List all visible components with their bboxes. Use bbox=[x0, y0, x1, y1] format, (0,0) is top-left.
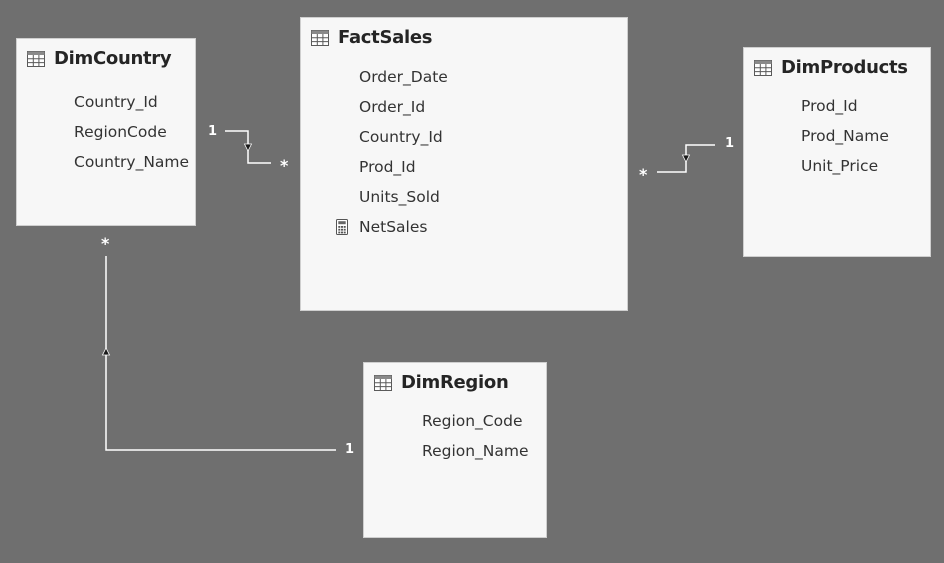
table-header: DimCountry bbox=[27, 48, 172, 69]
field-regioncode[interactable]: RegionCode bbox=[74, 123, 167, 141]
table-card-dimregion[interactable]: DimRegion Region_Code Region_Name bbox=[363, 362, 547, 538]
relationship-dimcountry-factsales[interactable]: 1 * bbox=[208, 124, 289, 175]
table-icon bbox=[311, 29, 329, 46]
field-units-sold[interactable]: Units_Sold bbox=[359, 188, 440, 206]
field-country-name[interactable]: Country_Name bbox=[74, 153, 190, 171]
relationship-dimregion-dimcountry[interactable]: * 1 bbox=[101, 234, 354, 457]
field-list: Order_Date Order_Id Country_Id Prod_Id U… bbox=[301, 62, 627, 242]
relationship-many-label: * bbox=[280, 156, 289, 175]
relationship-one-label: 1 bbox=[208, 124, 217, 139]
field-region-name[interactable]: Region_Name bbox=[422, 442, 529, 460]
field-list: Country_Id RegionCode Country_Name bbox=[17, 87, 195, 177]
field-list: Prod_Id Prod_Name Unit_Price bbox=[744, 91, 930, 181]
field-prod-id[interactable]: Prod_Id bbox=[359, 158, 416, 176]
table-header: FactSales bbox=[311, 27, 432, 48]
calculator-icon bbox=[336, 219, 348, 235]
filter-direction-arrow-icon bbox=[101, 347, 111, 356]
table-card-factsales[interactable]: FactSales Order_Date Order_Id Country_Id… bbox=[300, 17, 628, 311]
field-order-id[interactable]: Order_Id bbox=[359, 98, 426, 116]
field-country-id[interactable]: Country_Id bbox=[359, 128, 443, 146]
relationship-many-label: * bbox=[101, 234, 110, 253]
filter-direction-arrow-icon bbox=[243, 143, 253, 152]
table-icon bbox=[27, 50, 45, 67]
table-title: DimCountry bbox=[54, 48, 172, 69]
table-card-dimproducts[interactable]: DimProducts Prod_Id Prod_Name Unit_Price bbox=[743, 47, 931, 257]
table-icon bbox=[374, 374, 392, 391]
relationship-one-label: 1 bbox=[345, 442, 354, 457]
table-title: DimRegion bbox=[401, 372, 509, 393]
field-region-code[interactable]: Region_Code bbox=[422, 412, 523, 430]
relationship-one-label: 1 bbox=[725, 136, 734, 151]
field-order-date[interactable]: Order_Date bbox=[359, 68, 448, 86]
table-title: FactSales bbox=[338, 27, 433, 48]
field-country-id[interactable]: Country_Id bbox=[74, 93, 158, 111]
field-list: Region_Code Region_Name bbox=[364, 406, 546, 466]
table-card-dimcountry[interactable]: DimCountry Country_Id RegionCode Country… bbox=[16, 38, 196, 226]
field-unit-price[interactable]: Unit_Price bbox=[801, 157, 879, 175]
field-prod-name[interactable]: Prod_Name bbox=[801, 127, 889, 145]
relationship-dimproducts-factsales[interactable]: 1 * bbox=[639, 136, 734, 184]
table-icon bbox=[754, 59, 772, 76]
measure-netsales[interactable]: NetSales bbox=[301, 212, 627, 242]
field-prod-id[interactable]: Prod_Id bbox=[801, 97, 858, 115]
filter-direction-arrow-icon bbox=[681, 154, 691, 163]
relationship-many-label: * bbox=[639, 165, 648, 184]
table-header: DimRegion bbox=[374, 372, 509, 393]
measure-label: NetSales bbox=[359, 218, 428, 236]
table-title: DimProducts bbox=[781, 57, 908, 78]
table-header: DimProducts bbox=[754, 57, 908, 78]
